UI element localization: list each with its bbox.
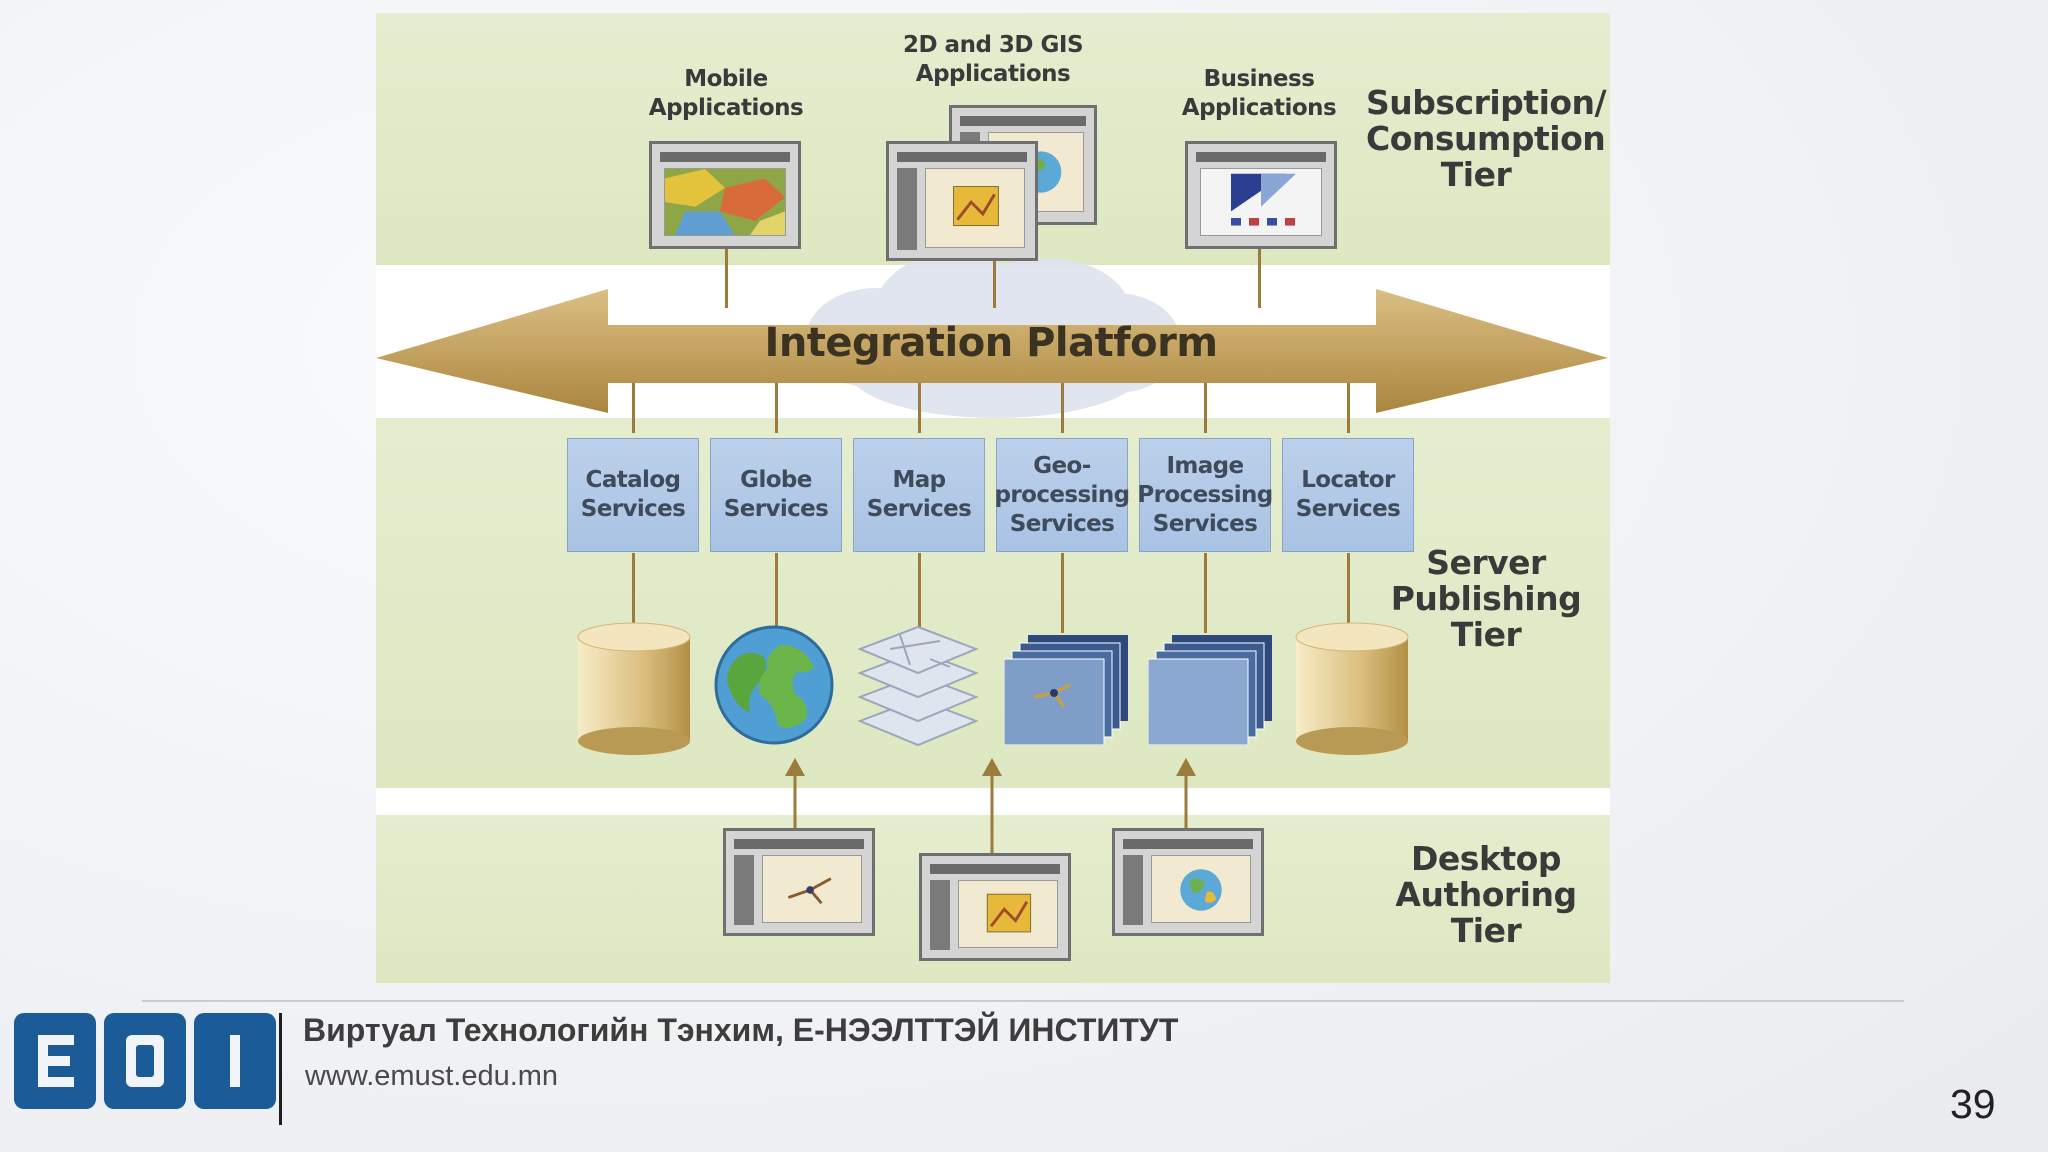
connector-image — [1204, 373, 1207, 433]
map-thumbnail-icon — [986, 893, 1032, 933]
geoprocessing-thumbnail-icon — [787, 877, 832, 905]
connector-catalog-resource — [632, 553, 635, 633]
desktop-app-window-3 — [1112, 828, 1264, 936]
architecture-diagram: Integration Platform Mobile Applications… — [376, 13, 1610, 983]
integration-platform-arrow — [376, 289, 1608, 413]
image-processing-services-box: Image Processing Services — [1137, 438, 1273, 552]
connector-gis — [993, 248, 996, 308]
service-label: Image Processing Services — [1137, 452, 1273, 537]
connector-geoprocessing-resource — [1061, 553, 1064, 633]
logo-divider — [279, 1013, 282, 1125]
integration-platform-label: Integration Platform — [764, 320, 1218, 366]
footer-divider-line — [142, 1000, 1904, 1002]
chart-thumbnail-icon — [1231, 173, 1296, 226]
connector-locator-resource — [1347, 553, 1350, 633]
subscription-tier-label: Subscription/ Consumption Tier — [1366, 83, 1607, 194]
service-label: Globe Services — [723, 467, 829, 522]
connector-catalog — [632, 373, 635, 433]
website-url: www.emust.edu.mn — [305, 1060, 559, 1092]
business-app-window — [1185, 141, 1337, 249]
gis-app-window-front — [886, 141, 1038, 261]
service-label: Geo- processing Services — [994, 452, 1131, 537]
desktop-tier-label: Desktop Authoring Tier — [1395, 839, 1577, 950]
image-stack-icon — [1148, 635, 1272, 745]
map-layers-icon — [857, 625, 979, 747]
map-thumbnail-icon — [953, 186, 999, 227]
connector-globe — [775, 373, 778, 433]
database-icon — [1295, 622, 1409, 755]
globe-services-box: Globe Services — [710, 438, 842, 552]
locator-services-box: Locator Services — [1282, 438, 1414, 552]
gis-applications-label: 2D and 3D GIS Applications — [902, 32, 1084, 87]
connector-locator — [1347, 373, 1350, 433]
publish-arrow-2 — [982, 758, 1002, 863]
connector-business — [1258, 248, 1261, 308]
connector-map — [918, 373, 921, 433]
service-label: Locator Services — [1295, 467, 1401, 522]
eoi-logo — [14, 1013, 276, 1109]
institute-name: Виртуал Технологийн Тэнхим, Е-НЭЭЛТТЭЙ И… — [303, 1012, 1179, 1048]
mobile-app-window — [649, 141, 801, 249]
page-number: 39 — [1950, 1081, 1996, 1127]
desktop-app-window-1 — [723, 828, 875, 936]
connector-map-resource — [918, 553, 921, 633]
server-tier-label: Server Publishing Tier — [1390, 543, 1582, 654]
mobile-applications-label: Mobile Applications — [648, 66, 804, 121]
business-applications-label: Business Applications — [1181, 66, 1337, 121]
map-services-box: Map Services — [853, 438, 985, 552]
service-label: Map Services — [866, 467, 972, 522]
database-icon — [577, 622, 691, 755]
map-thumbnail-icon — [665, 169, 785, 235]
globe-thumbnail-icon — [1180, 869, 1222, 911]
connector-globe-resource — [775, 553, 778, 633]
desktop-app-window-2 — [919, 853, 1071, 961]
globe-icon — [714, 625, 834, 745]
geoprocessing-stack-icon — [1004, 635, 1128, 745]
connector-geoprocessing — [1061, 373, 1064, 433]
connector-mobile — [725, 248, 728, 308]
catalog-services-box: Catalog Services — [567, 438, 699, 552]
service-label: Catalog Services — [580, 467, 686, 522]
connector-image-resource — [1204, 553, 1207, 633]
geoprocessing-services-box: Geo- processing Services — [994, 438, 1131, 552]
